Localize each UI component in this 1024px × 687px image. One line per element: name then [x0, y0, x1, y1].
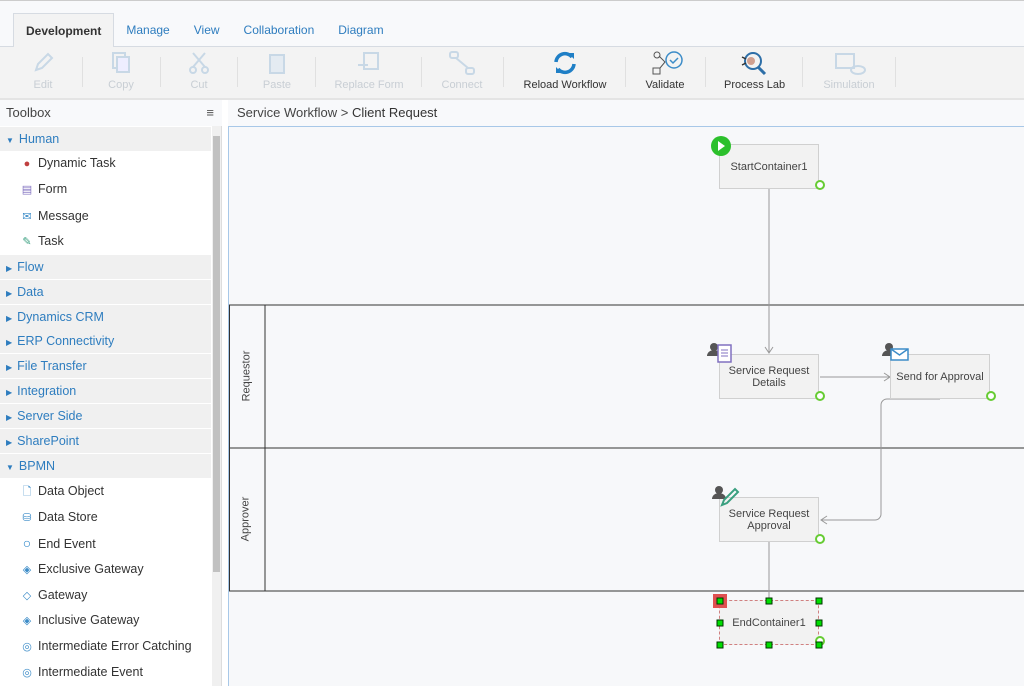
toolbox-panel: ▼Human ●Dynamic Task ▤Form ✉Message ✎Tas…: [0, 126, 222, 686]
replace-form-icon: [334, 47, 404, 79]
toolbox-header: Toolbox ≡: [0, 100, 222, 126]
user-form-icon: [707, 343, 732, 363]
validate-button[interactable]: Validate: [643, 47, 687, 100]
tab-view[interactable]: View: [193, 23, 220, 37]
toolbox-item-intermediate-error-catching[interactable]: ◎Intermediate Error Catching: [0, 634, 211, 658]
gateway-icon: ◇: [22, 590, 32, 602]
tab-diagram[interactable]: Diagram: [338, 23, 384, 37]
collapsed-icon: ▶: [6, 438, 13, 447]
task-icon: ✎: [22, 236, 32, 248]
collapsed-icon: ▶: [6, 338, 13, 347]
tab-collaboration[interactable]: Collaboration: [243, 23, 315, 37]
paste-button[interactable]: Paste: [256, 47, 298, 100]
collapsed-icon: ▶: [6, 413, 13, 422]
tab-development[interactable]: Development: [13, 13, 115, 47]
toolbox-item-gateway[interactable]: ◇Gateway: [0, 583, 211, 607]
process-lab-button[interactable]: Process Lab: [724, 47, 785, 100]
collapsed-icon: ▶: [6, 363, 13, 372]
category-data[interactable]: ▶Data: [0, 280, 211, 304]
category-sharepoint[interactable]: ▶SharePoint: [0, 429, 211, 453]
scrollbar-thumb[interactable]: [213, 136, 220, 572]
exclusive-gateway-icon: ◈: [22, 564, 32, 576]
clipboard-icon: [256, 47, 298, 79]
breadcrumb-current: Client Request: [352, 105, 438, 120]
node-service-request-approval[interactable]: Service Request Approval: [719, 497, 819, 542]
error-catching-icon: ◎: [22, 641, 32, 653]
tab-manage[interactable]: Manage: [126, 23, 170, 37]
node-send-for-approval[interactable]: Send for Approval: [890, 354, 990, 399]
form-icon: ▤: [21, 184, 33, 196]
expanded-icon: ▼: [6, 463, 14, 472]
user-task-icon: [712, 486, 740, 507]
category-bpmn[interactable]: ▼BPMN: [0, 454, 211, 478]
document-icon: 🗋: [22, 486, 32, 498]
connector-details-send: [820, 372, 891, 382]
breadcrumb: Service Workflow > Client Request: [228, 100, 1024, 126]
toolbox-item-inclusive-gateway[interactable]: ◈Inclusive Gateway: [0, 608, 211, 632]
toolbox-scrollbar[interactable]: [212, 126, 221, 686]
collapsed-icon: ▶: [6, 264, 13, 273]
copy-button[interactable]: Copy: [100, 47, 142, 100]
toolbox-item-form[interactable]: ▤Form: [0, 177, 211, 201]
category-dynamics-crm[interactable]: ▶Dynamics CRM: [0, 305, 211, 329]
category-erp-connectivity[interactable]: ▶ERP Connectivity: [0, 329, 211, 353]
toolbox-item-dynamic-task[interactable]: ●Dynamic Task: [0, 151, 211, 175]
category-file-transfer[interactable]: ▶File Transfer: [0, 354, 211, 378]
connect-icon: [440, 47, 484, 79]
node-service-request-details[interactable]: Service Request Details: [719, 354, 819, 399]
node-start-container[interactable]: StartContainer1: [719, 144, 819, 189]
toolbox-item-data-store[interactable]: ⛁Data Store: [0, 505, 211, 529]
play-icon: [711, 136, 731, 156]
ribbon-toolbar: Edit Copy Cut Paste Replace Form Connect…: [0, 47, 1024, 100]
category-integration[interactable]: ▶Integration: [0, 379, 211, 403]
expanded-icon: ▼: [6, 136, 14, 145]
edit-button[interactable]: Edit: [22, 47, 64, 100]
intermediate-event-icon: ◎: [22, 667, 32, 679]
user-message-icon: [882, 343, 909, 361]
replace-form-button[interactable]: Replace Form: [334, 47, 404, 100]
inclusive-gateway-icon: ◈: [22, 615, 32, 627]
collapsed-icon: ▶: [6, 314, 13, 323]
collapsed-icon: ▶: [6, 388, 13, 397]
breadcrumb-parent[interactable]: Service Workflow: [237, 105, 338, 120]
connector-start-details: [764, 189, 774, 354]
reload-workflow-button[interactable]: Reload Workflow: [522, 47, 608, 100]
pencil-icon: [22, 47, 64, 79]
connectors: [229, 189, 1024, 600]
ribbon-tabs: Development Manage View Collaboration Di…: [0, 0, 1024, 47]
toolbox-item-message[interactable]: ✉Message: [0, 204, 211, 228]
toolbox-item-intermediate-event[interactable]: ◎Intermediate Event: [0, 660, 211, 684]
cut-button[interactable]: Cut: [178, 47, 220, 100]
validate-icon: [643, 47, 687, 79]
diagram-canvas[interactable]: Requestor Approver StartContainer1 Servi…: [228, 126, 1024, 686]
toolbox-title: Toolbox: [6, 105, 51, 120]
simulation-icon: [820, 47, 878, 79]
bug-search-icon: [724, 47, 784, 79]
toolbox-item-exclusive-gateway[interactable]: ◈Exclusive Gateway: [0, 557, 211, 581]
connect-button[interactable]: Connect: [440, 47, 484, 100]
category-server-side[interactable]: ▶Server Side: [0, 404, 211, 428]
toolbox-item-data-object[interactable]: 🗋Data Object: [0, 479, 211, 503]
collapsed-icon: ▶: [6, 289, 13, 298]
message-icon: ✉: [22, 211, 32, 223]
lane-label-approver: Approver: [239, 496, 252, 542]
lane-label-requestor: Requestor: [240, 350, 253, 402]
scissors-icon: [178, 47, 220, 79]
toolbox-item-task[interactable]: ✎Task: [0, 229, 211, 253]
dynamic-task-icon: ●: [23, 158, 31, 170]
simulation-button[interactable]: Simulation: [820, 47, 878, 100]
toolbox-item-end-event[interactable]: ○End Event: [0, 531, 211, 555]
refresh-icon: [522, 47, 608, 79]
database-icon: ⛁: [22, 512, 32, 524]
end-event-icon: ○: [22, 535, 32, 551]
copy-icon: [100, 47, 142, 79]
category-human[interactable]: ▼Human: [0, 127, 211, 151]
category-flow[interactable]: ▶Flow: [0, 255, 211, 279]
hamburger-icon[interactable]: ≡: [206, 105, 214, 120]
connector-send-approval: [820, 398, 940, 525]
node-end-container[interactable]: EndContainer1: [719, 600, 819, 645]
